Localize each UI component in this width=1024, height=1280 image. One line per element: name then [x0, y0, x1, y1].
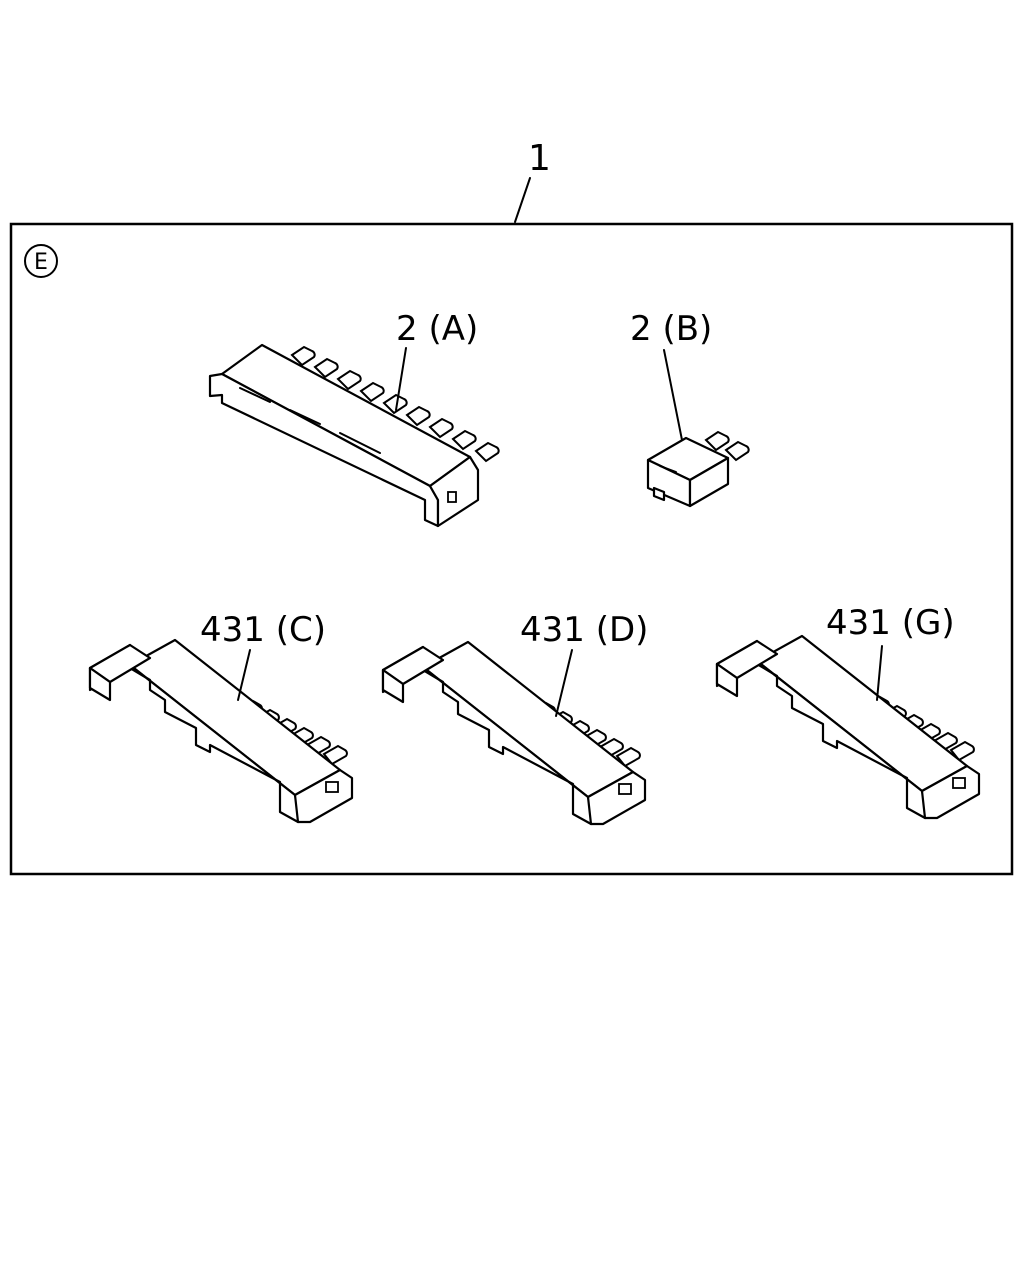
part-2b-pins [704, 430, 750, 462]
part-2b-leader-line [663, 349, 683, 441]
part-431c-connector [88, 638, 354, 824]
assembly-frame [9, 222, 1014, 876]
assembly-label: 1 [528, 138, 551, 179]
part-2b-side-face [688, 456, 730, 508]
part-2b-latch [652, 486, 666, 502]
part-2a-pin [359, 381, 385, 403]
part-2a-pin [451, 429, 477, 451]
part-2a-pin [336, 369, 362, 391]
part-431g-connector [715, 634, 981, 820]
part-2a-pin [428, 417, 454, 439]
part-431g-label: 431 (G) [826, 603, 955, 643]
part-2a-label: 2 (A) [396, 309, 478, 349]
part-2b-pin [724, 440, 750, 462]
part-431c-leader-line [237, 649, 251, 701]
part-2b-label: 2 (B) [630, 309, 712, 349]
part-431d-connector [381, 640, 647, 826]
part-2a-connector [208, 343, 500, 528]
part-2a-pin [474, 441, 500, 463]
part-431d-leader-line [555, 649, 573, 717]
part-2a-latch-window [447, 491, 457, 503]
view-marker-letter: E [34, 250, 48, 275]
part-2a-pin [405, 405, 431, 427]
part-2a-pin [313, 357, 339, 379]
part-2b-connector [646, 430, 750, 508]
view-marker-circle [24, 244, 58, 278]
part-2a-front-face [208, 372, 440, 528]
part-2a-pin [290, 345, 316, 367]
part-2a-detail-line [239, 387, 271, 403]
view-marker: E [24, 244, 58, 278]
part-2a-pins [290, 345, 500, 463]
part-2b-pin [704, 430, 730, 452]
part-431c-label: 431 (C) [200, 610, 326, 650]
part-2a-leader-line [395, 347, 407, 411]
part-2a-detail-line [339, 432, 381, 454]
part-431d-label: 431 (D) [520, 610, 648, 650]
part-2a-detail-line [289, 409, 321, 425]
part-2b-detail-line [659, 465, 677, 473]
part-431g-leader-line [876, 645, 883, 701]
part-2a-pin [382, 393, 408, 415]
assembly-leader-line [514, 177, 531, 223]
